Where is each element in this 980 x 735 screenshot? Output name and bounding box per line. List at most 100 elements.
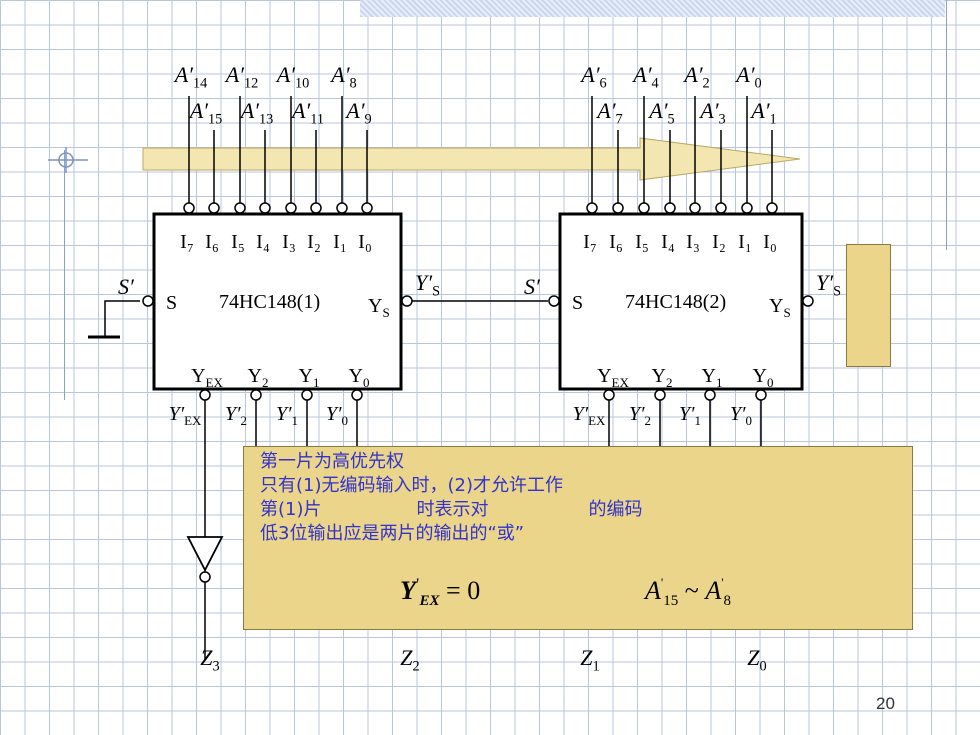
chip1-input-pin-6: I₁ bbox=[333, 231, 347, 253]
chip2-input-pin-1: I₆ bbox=[609, 231, 623, 253]
chip2-output-bubble-0 bbox=[603, 389, 615, 401]
formula-range-b-sup: ' bbox=[721, 575, 724, 590]
chip2-label-bottom-3: A′1 bbox=[749, 98, 776, 128]
chip1-input-bubble-5 bbox=[310, 202, 322, 214]
chip1-output-label-0: Y′EX bbox=[169, 403, 202, 428]
chip2-input-bubble-7 bbox=[766, 202, 778, 214]
chip1-output-bubble-0 bbox=[199, 389, 211, 401]
chip2-output-pin-3: Y0 bbox=[753, 365, 774, 390]
chip2-output-label-0: Y′EX bbox=[573, 403, 606, 428]
formula-range: A'15 ~ A'8 bbox=[645, 575, 731, 610]
note-line-1: 第一片为高优先权 bbox=[260, 451, 404, 472]
output-buffer bbox=[186, 536, 224, 572]
crosshair-icon bbox=[48, 147, 88, 173]
formula-range-tilde: ~ bbox=[678, 576, 706, 605]
chip2-input-pin-4: I₃ bbox=[686, 231, 700, 253]
chip2-label-top-3: A′0 bbox=[734, 62, 761, 92]
chip1-label-top-0: A′14 bbox=[173, 62, 208, 92]
chip1-pin-ys: YS bbox=[368, 295, 390, 320]
chip2-output-pin-2: Y1 bbox=[702, 365, 723, 390]
chip2-label-bottom-0: A′7 bbox=[595, 98, 622, 128]
chip1-output-bubble-2 bbox=[301, 389, 313, 401]
chip1-label-bottom-3: A′9 bbox=[344, 98, 371, 128]
chip2-ys-label: Y′S bbox=[816, 270, 841, 300]
explanation-box: 第一片为高优先权 只有(1)无编码输入时，(2)才允许工作 第(1)片时表示对的… bbox=[243, 446, 913, 630]
chip2-input-pin-6: I₁ bbox=[738, 231, 752, 253]
note-line-2: 只有(1)无编码输入时，(2)才允许工作 bbox=[260, 475, 563, 496]
chip2-output-pin-0: YEX bbox=[597, 365, 629, 390]
chip2-output-label-1: Y′2 bbox=[629, 403, 651, 428]
ground-wire bbox=[104, 300, 140, 337]
chip1-name: 74HC148(1) bbox=[219, 291, 320, 313]
chip1-output-label-3: Y′0 bbox=[326, 403, 348, 428]
chip2-pin-ys: YS bbox=[769, 295, 791, 320]
z-label-3: Z0 bbox=[747, 645, 766, 675]
chip2-input-bubble-2 bbox=[638, 202, 650, 214]
chip1-output-pin-0: YEX bbox=[191, 365, 223, 390]
flow-arrow bbox=[142, 137, 801, 181]
chip1-output-pin-3: Y0 bbox=[349, 365, 370, 390]
chip2-label-top-2: A′2 bbox=[682, 62, 709, 92]
chip1-input-pin-4: I₃ bbox=[282, 231, 296, 253]
chip2-input-pin-5: I₂ bbox=[712, 231, 726, 253]
chip1-box bbox=[152, 212, 403, 391]
chip1-input-pin-7: I₀ bbox=[358, 231, 372, 253]
chip2-output-bubble-2 bbox=[704, 389, 716, 401]
chip1-input-bubble-4 bbox=[285, 202, 297, 214]
chip1-ys-label: Y′S bbox=[415, 270, 440, 300]
chip1-input-bubble-0 bbox=[183, 202, 195, 214]
note-line-4: 低3位输出应是两片的输出的“或” bbox=[260, 523, 525, 544]
chip2-s-label: S′ bbox=[524, 274, 541, 299]
chip2-output-bubble-3 bbox=[755, 389, 767, 401]
z-label-0: Z3 bbox=[200, 645, 219, 675]
buffer-output-bubble bbox=[199, 571, 211, 583]
chip2-output-bubble-1 bbox=[654, 389, 666, 401]
formula-range-b-sub: 8 bbox=[723, 593, 732, 609]
chip2-s-bubble bbox=[548, 295, 560, 307]
chip1-label-bottom-1: A′13 bbox=[239, 98, 274, 128]
margin-line-left bbox=[64, 150, 65, 400]
chip2-label-bottom-1: A′5 bbox=[647, 98, 674, 128]
chip2-input-pin-0: I₇ bbox=[583, 231, 597, 253]
chip1-input-bubble-3 bbox=[259, 202, 271, 214]
note-line-3-part-b: 时表示对 bbox=[416, 499, 489, 520]
chip1-output-pin-2: Y1 bbox=[299, 365, 320, 390]
chip2-input-bubble-4 bbox=[689, 202, 701, 214]
formula-yex-sup: ' bbox=[415, 575, 420, 590]
chip2-ys-bubble bbox=[802, 295, 814, 307]
chip2-label-bottom-2: A′3 bbox=[698, 98, 725, 128]
chip1-output-label-1: Y′2 bbox=[225, 403, 247, 428]
chip2-input-bubble-0 bbox=[586, 202, 598, 214]
chip2-input-pin-2: I₅ bbox=[635, 231, 649, 253]
formula-yex-main: Y bbox=[400, 576, 416, 605]
chip1-label-top-2: A′10 bbox=[275, 62, 310, 92]
chip1-s-bubble bbox=[142, 295, 154, 307]
chip2-name: 74HC148(2) bbox=[625, 291, 726, 313]
formula-yex-rest: = 0 bbox=[439, 576, 481, 605]
page-number: 20 bbox=[876, 694, 895, 713]
chip1-input-bubble-7 bbox=[361, 202, 373, 214]
formula-range-a: A bbox=[645, 576, 661, 605]
chip2-box bbox=[558, 212, 804, 391]
chip2-input-bubble-5 bbox=[715, 202, 727, 214]
z-label-1: Z2 bbox=[400, 645, 419, 675]
chip2-input-bubble-1 bbox=[612, 202, 624, 214]
chip1-input-pin-5: I₂ bbox=[307, 231, 321, 253]
note-line-3-part-a: 第(1)片 bbox=[260, 499, 322, 520]
chip1-input-pin-0: I₇ bbox=[180, 231, 194, 253]
formula-yex: Y' EX = 0 bbox=[400, 575, 480, 610]
chip1-input-pin-3: I₄ bbox=[256, 231, 270, 253]
formula-range-a-sup: ' bbox=[660, 575, 664, 590]
title-bar-pattern bbox=[360, 0, 945, 17]
chip2-input-pin-7: I₀ bbox=[763, 231, 777, 253]
formula-yex-sub: EX bbox=[419, 593, 440, 609]
chip1-input-bubble-1 bbox=[208, 202, 220, 214]
chip1-label-top-3: A′8 bbox=[329, 62, 356, 92]
chip2-pin-s: S bbox=[572, 292, 583, 314]
chip2-label-top-0: A′6 bbox=[579, 62, 606, 92]
chip2-output-pin-1: Y2 bbox=[652, 365, 673, 390]
chip2-input-pin-3: I₄ bbox=[661, 231, 675, 253]
chip1-ys-bubble bbox=[401, 295, 413, 307]
formula-range-a-sub: 15 bbox=[663, 593, 679, 609]
